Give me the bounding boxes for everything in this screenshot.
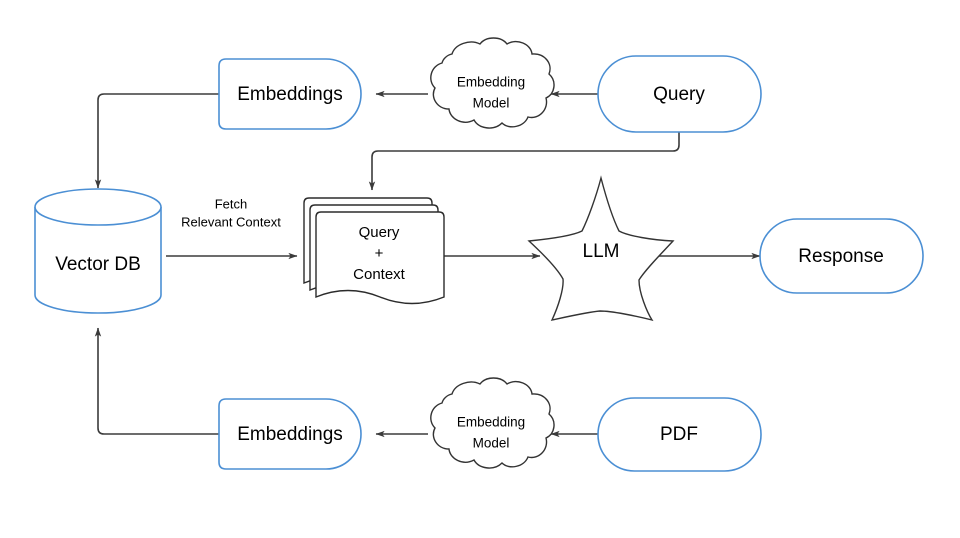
- node-embedding-model-bottom[interactable]: Embedding Model: [430, 377, 555, 469]
- node-label-query-context-line3: Context: [353, 266, 406, 283]
- node-pdf[interactable]: PDF: [597, 397, 762, 472]
- node-label-embedding-model-bottom-line1: Embedding: [457, 415, 525, 430]
- node-llm[interactable]: LLM: [527, 175, 675, 322]
- node-response[interactable]: Response: [759, 218, 924, 294]
- node-vector-db[interactable]: Vector DB: [34, 188, 162, 314]
- node-label-embedding-model-top-line1: Embedding: [457, 75, 525, 90]
- edge-embeddings-to-vector-db-top: [94, 93, 219, 189]
- node-embeddings-bottom[interactable]: Embeddings: [218, 398, 362, 470]
- node-label-embeddings-top: Embeddings: [237, 84, 343, 105]
- node-label-query: Query: [653, 84, 705, 105]
- node-query[interactable]: Query: [597, 55, 762, 133]
- node-label-query-context-line2: +: [375, 245, 384, 262]
- node-label-embeddings-bottom: Embeddings: [237, 424, 343, 445]
- node-embeddings-top[interactable]: Embeddings: [218, 58, 362, 130]
- node-query-context[interactable]: Query + Context: [303, 197, 445, 305]
- edge-query-to-query-context: [368, 131, 680, 191]
- edge-embeddings-to-vector-db-bottom: [94, 327, 219, 435]
- node-label-pdf: PDF: [660, 424, 698, 445]
- node-label-embedding-model-top-line2: Model: [473, 96, 510, 111]
- node-label-embedding-model-bottom-line2: Model: [473, 436, 510, 451]
- node-label-vector-db: Vector DB: [55, 254, 141, 275]
- edge-label-fetch-line2: Relevant Context: [181, 214, 281, 229]
- node-label-response: Response: [798, 246, 884, 267]
- node-label-query-context-line1: Query: [359, 224, 400, 241]
- node-embedding-model-top[interactable]: Embedding Model: [430, 37, 555, 129]
- edge-label-fetch-line1: Fetch: [215, 196, 248, 211]
- node-label-llm: LLM: [583, 241, 620, 262]
